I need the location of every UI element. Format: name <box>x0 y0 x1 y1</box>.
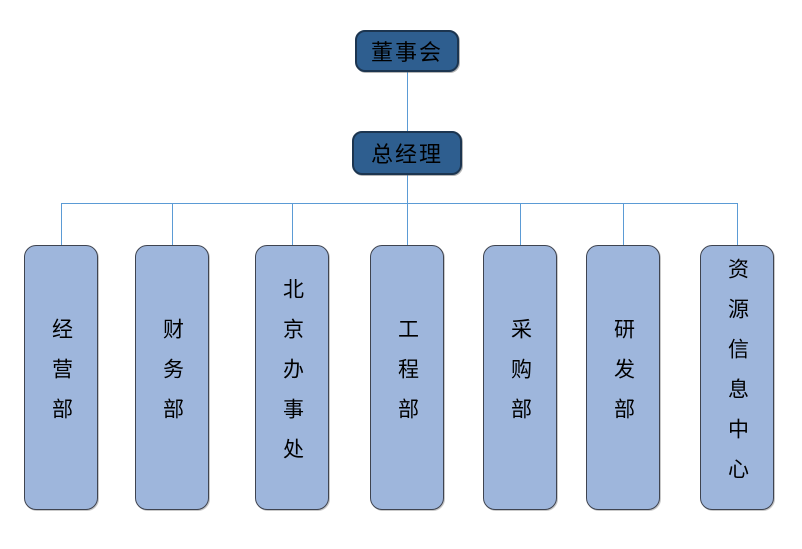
node-manager-label: 总经理 <box>370 143 443 168</box>
connector-drop-purchasing-dept <box>520 203 521 245</box>
node-purchasing-dept-label: 采购部 <box>508 317 533 438</box>
node-finance-dept[interactable]: 财务部 <box>135 245 209 510</box>
connector-drop-business-dept <box>61 203 62 245</box>
node-engineering-dept-label: 工程部 <box>395 317 420 438</box>
node-business-dept-label: 经营部 <box>49 317 74 438</box>
connector-drop-resource-info-center <box>737 203 738 245</box>
node-resource-info-center-label: 资源信息中心 <box>725 257 750 498</box>
node-board-of-directors[interactable]: 董事会 <box>355 30 459 72</box>
node-purchasing-dept[interactable]: 采购部 <box>483 245 557 510</box>
connector-drop-engineering-dept <box>407 203 408 245</box>
connector-board-to-manager <box>407 72 408 131</box>
node-engineering-dept[interactable]: 工程部 <box>370 245 444 510</box>
node-rnd-dept-label: 研发部 <box>611 317 636 438</box>
node-finance-dept-label: 财务部 <box>160 317 185 438</box>
node-business-dept[interactable]: 经营部 <box>24 245 98 510</box>
connector-drop-rnd-dept <box>623 203 624 245</box>
node-beijing-office[interactable]: 北京办事处 <box>255 245 329 510</box>
connector-drop-beijing-office <box>292 203 293 245</box>
connector-manager-to-bus <box>407 175 408 203</box>
connector-horizontal-bus <box>61 203 737 204</box>
node-resource-info-center[interactable]: 资源信息中心 <box>700 245 774 510</box>
node-beijing-office-label: 北京办事处 <box>280 277 305 478</box>
connector-drop-finance-dept <box>172 203 173 245</box>
node-rnd-dept[interactable]: 研发部 <box>586 245 660 510</box>
node-board-label: 董事会 <box>370 41 443 66</box>
node-general-manager[interactable]: 总经理 <box>352 131 462 175</box>
